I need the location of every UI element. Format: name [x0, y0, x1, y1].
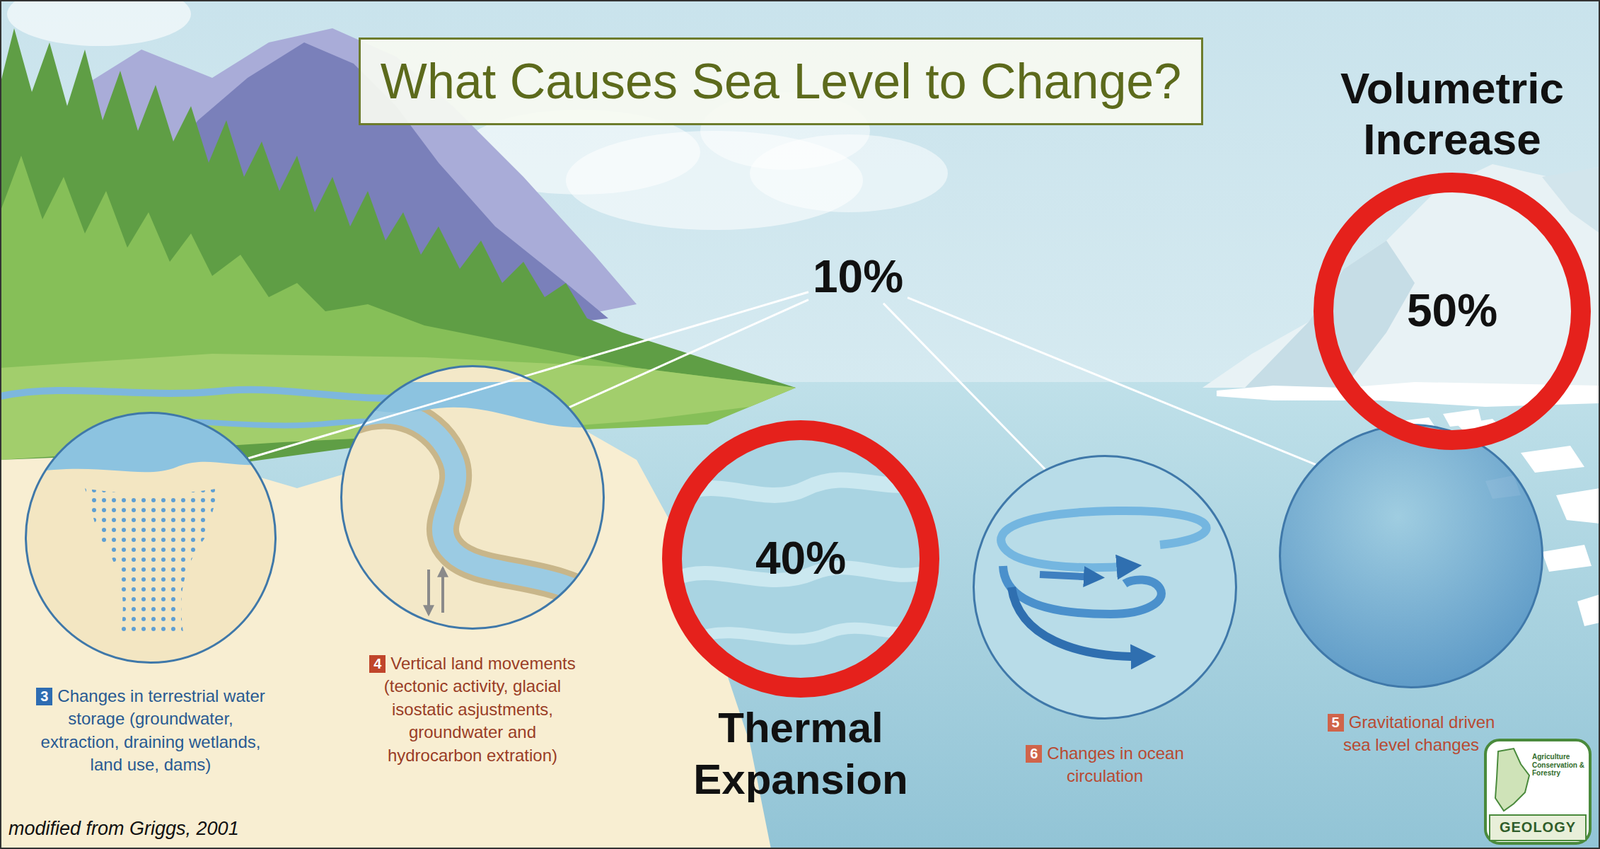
highlight-circle: 40%Thermal Expansion — [662, 420, 940, 698]
circle-outline — [340, 364, 605, 630]
circle-outline — [26, 413, 276, 663]
thermal-water-figure — [664, 424, 941, 694]
percentage-callout: 10% — [808, 251, 908, 304]
below-text-block: 3Changes in terrestrial water storage (g… — [30, 684, 271, 777]
process-circle: 5Gravitational driven sea level changes — [1278, 423, 1544, 689]
percentage-value: 50% — [1406, 285, 1498, 338]
circle-outline — [341, 366, 605, 629]
cause-label: Vertical land movements (tectonic activi… — [384, 653, 576, 765]
circle-outline — [1278, 423, 1544, 689]
percentage-value: 10% — [812, 251, 904, 303]
highlight-circle: Volumetric Increase50% — [1313, 172, 1591, 450]
slide-title: What Causes Sea Level to Change? — [358, 37, 1204, 126]
below-text-block: 5Gravitational driven sea level changes — [1312, 710, 1511, 757]
circle-outline — [24, 411, 277, 664]
below-text-block: Thermal Expansion — [652, 701, 950, 805]
gravity-figure — [1280, 425, 1542, 687]
cause-label: Gravitational driven sea level changes — [1343, 712, 1496, 755]
process-circle: 6Changes in ocean circulation — [972, 454, 1238, 720]
sea — [0, 381, 1600, 849]
center-text-block: 50% — [1313, 172, 1591, 450]
circle-outline — [671, 430, 930, 688]
agency-logo — [1485, 739, 1591, 844]
above-text-block: Volumetric Increase — [1303, 62, 1600, 165]
circle-outline — [974, 456, 1237, 719]
below-text-block: 4Vertical land movements (tectonic activ… — [366, 652, 579, 767]
circle-outline — [972, 454, 1238, 720]
callout-number: 3 — [36, 687, 53, 706]
callout-number: 6 — [1025, 744, 1042, 763]
groundwater-figure — [21, 410, 283, 665]
percentage-value: 40% — [755, 532, 846, 585]
cause-label: Changes in ocean circulation — [1046, 743, 1184, 786]
cause-label: Changes in terrestrial water storage (gr… — [41, 686, 266, 774]
center-text-block: 10% — [808, 251, 908, 304]
leader-line — [248, 292, 809, 459]
process-circle: 4Vertical land movements (tectonic activ… — [340, 364, 605, 630]
circulation-figure — [969, 452, 1245, 722]
circle-outline — [1280, 425, 1543, 688]
leader-line — [569, 299, 809, 408]
circle-heading: Volumetric Increase — [1340, 63, 1564, 163]
leader-line — [883, 303, 1046, 469]
circle-outline — [1323, 182, 1581, 440]
logo-text: GEOLOGY — [1499, 819, 1576, 836]
below-text-block: 6Changes in ocean circulation — [1023, 741, 1187, 788]
land-movement-figure — [339, 364, 609, 634]
process-circle: 3Changes in terrestrial water storage (g… — [24, 411, 277, 664]
callout-number: 4 — [369, 654, 386, 673]
source-credit: modified from Griggs, 2001 — [8, 817, 240, 840]
callout-number: 5 — [1327, 713, 1344, 732]
center-text-block: 40% — [662, 420, 940, 698]
logo-text: Agriculture Conservation & Forestry — [1532, 752, 1586, 778]
leader-line — [907, 297, 1316, 465]
cause-label: Thermal Expansion — [693, 703, 908, 803]
